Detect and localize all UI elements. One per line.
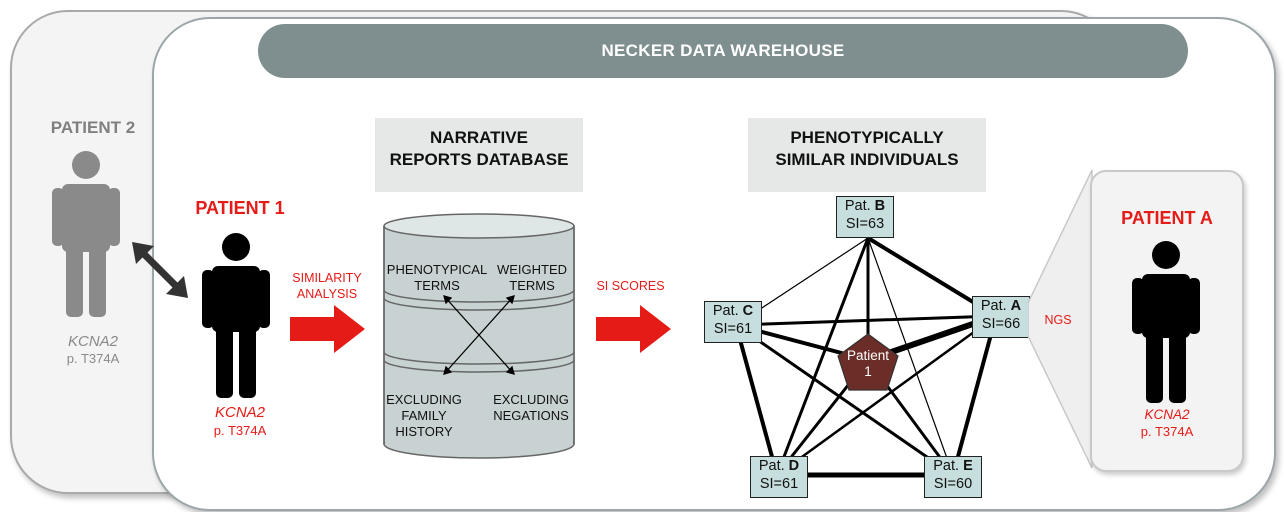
node-a-prefix: Pat. bbox=[980, 298, 1007, 314]
node-e-letter: E bbox=[963, 458, 973, 474]
node-patient-a: Pat. A SI=66 bbox=[972, 296, 1030, 338]
node-b-name: Pat. B bbox=[837, 197, 893, 215]
excl-neg-line2: NEGATIONS bbox=[493, 408, 569, 423]
excluding-family-history-text: EXCLUDING FAMILY HISTORY bbox=[382, 392, 466, 440]
similarity-analysis-label: SIMILARITY ANALYSIS bbox=[282, 270, 372, 302]
similarity-line1: SIMILARITY bbox=[292, 271, 362, 285]
patient-a-person-icon bbox=[1132, 241, 1200, 403]
ngs-callout-wedge bbox=[1028, 169, 1093, 469]
excl-family-line2: FAMILY bbox=[401, 408, 447, 423]
similar-header-line2: SIMILAR INDIVIDUALS bbox=[775, 150, 959, 169]
patient-a-label: PATIENT A bbox=[1121, 208, 1213, 228]
node-b-si: SI=63 bbox=[845, 216, 885, 232]
node-b-prefix: Pat. bbox=[844, 198, 871, 214]
patient1-gene: KCNA2 bbox=[214, 404, 266, 421]
patient2-person-icon bbox=[52, 151, 120, 317]
si-scores-label: SI SCORES bbox=[596, 279, 665, 293]
node-patient-c: Pat. C SI=61 bbox=[704, 301, 762, 343]
database-cylinder-icon bbox=[383, 213, 575, 459]
node-patient-b: Pat. B SI=63 bbox=[836, 196, 894, 238]
node-c-si: SI=61 bbox=[713, 321, 753, 337]
patient-a-gene: KCNA2 bbox=[1144, 407, 1190, 422]
ngs-label: NGS bbox=[1044, 313, 1072, 327]
database-header-line1: NARRATIVE bbox=[430, 128, 528, 147]
node-e-prefix: Pat. bbox=[933, 458, 960, 474]
similar-header-line1: PHENOTYPICALLY bbox=[790, 128, 944, 147]
excl-neg-line1: EXCLUDING bbox=[493, 392, 569, 407]
node-d-si: SI=61 bbox=[759, 476, 799, 492]
patient1-mutation: p. T374A bbox=[213, 423, 267, 438]
patient1-person-icon bbox=[202, 233, 270, 398]
excluding-negations-text: EXCLUDING NEGATIONS bbox=[486, 392, 576, 424]
node-d-name: Pat. D bbox=[751, 457, 807, 475]
patient2-gene: KCNA2 bbox=[67, 333, 119, 350]
node-c-prefix: Pat. bbox=[712, 303, 739, 319]
node-e-name: Pat. E bbox=[925, 457, 981, 475]
phenotypical-terms-text: PHENOTYPICAL TERMS bbox=[382, 262, 492, 294]
center-line2: 1 bbox=[864, 364, 872, 379]
node-e-si: SI=60 bbox=[933, 476, 973, 492]
node-c-name: Pat. C bbox=[705, 302, 761, 320]
warehouse-banner: NECKER DATA WAREHOUSE bbox=[258, 24, 1188, 78]
si-scores-arrow-icon bbox=[596, 305, 671, 353]
weighted-terms-text: WEIGHTED TERMS bbox=[490, 262, 574, 294]
patient1-label: PATIENT 1 bbox=[195, 198, 285, 218]
node-a-name: Pat. A bbox=[973, 297, 1029, 315]
excl-family-line3: HISTORY bbox=[395, 424, 453, 439]
similarity-arrow-icon bbox=[290, 305, 365, 353]
database-header-line2: REPORTS DATABASE bbox=[389, 150, 569, 169]
patient2-mutation: p. T374A bbox=[66, 351, 120, 366]
node-patient-e: Pat. E SI=60 bbox=[924, 456, 982, 498]
node-c-letter: C bbox=[742, 303, 754, 319]
node-b-letter: B bbox=[874, 198, 886, 214]
double-arrow-icon bbox=[132, 242, 188, 298]
patient2-label: PATIENT 2 bbox=[50, 118, 136, 137]
node-a-si: SI=66 bbox=[981, 316, 1021, 332]
excl-family-line1: EXCLUDING bbox=[386, 392, 462, 407]
phenotypical-line1: PHENOTYPICAL bbox=[386, 262, 488, 277]
database-header: NARRATIVE REPORTS DATABASE bbox=[375, 118, 583, 192]
weighted-line2: TERMS bbox=[509, 278, 555, 293]
node-d-prefix: Pat. bbox=[758, 458, 785, 474]
node-a-letter: A bbox=[1010, 298, 1022, 314]
patient-a-mutation: p. T374A bbox=[1140, 424, 1194, 439]
similarity-line2: ANALYSIS bbox=[296, 287, 358, 301]
center-patient-label: Patient 1 bbox=[838, 348, 898, 380]
node-d-letter: D bbox=[788, 458, 800, 474]
weighted-line1: WEIGHTED bbox=[496, 262, 568, 277]
center-line1: Patient bbox=[846, 348, 890, 363]
similar-header: PHENOTYPICALLY SIMILAR INDIVIDUALS bbox=[748, 118, 986, 192]
node-patient-d: Pat. D SI=61 bbox=[750, 456, 808, 498]
phenotypical-line2: TERMS bbox=[414, 278, 460, 293]
